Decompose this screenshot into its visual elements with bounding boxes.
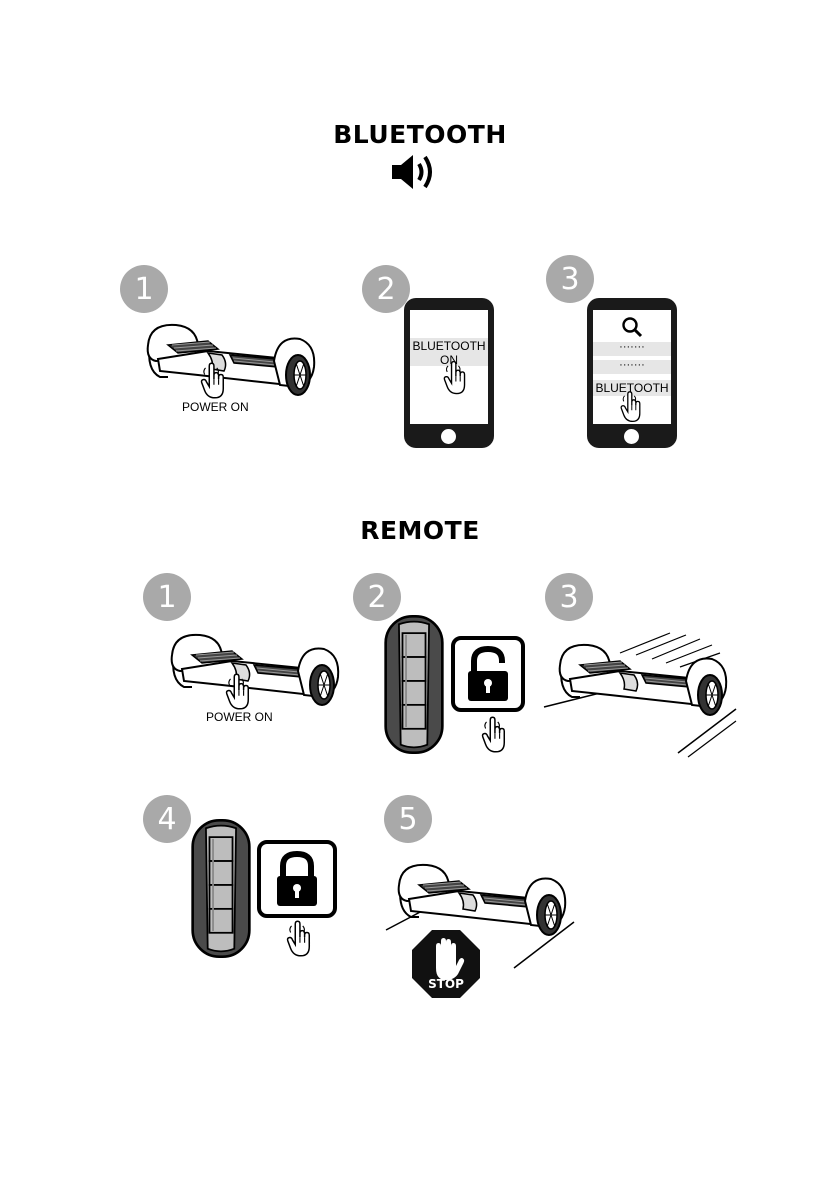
- bluetooth-title: BLUETOOTH: [300, 120, 540, 149]
- tap-hand-icon: [442, 360, 468, 396]
- hoverboard-illustration: [162, 625, 342, 715]
- phone-illustration: BLUETOOTH ON: [404, 298, 494, 448]
- remote-title: REMOTE: [320, 516, 520, 545]
- hoverboard-moving-icon: [540, 625, 740, 760]
- home-button: [624, 429, 639, 444]
- unlock-icon: [464, 645, 512, 703]
- bt-power-on-label: POWER ON: [182, 400, 249, 414]
- tap-hand-icon: [224, 673, 252, 711]
- list-item-text: ·······: [593, 359, 671, 371]
- stop-label: STOP: [412, 977, 480, 991]
- lock-icon-frame: [257, 840, 337, 918]
- tap-hand-icon: [480, 716, 508, 754]
- remote-control-icon: [190, 817, 252, 960]
- bt-step-1-badge: 1: [120, 265, 168, 313]
- tap-hand-icon: [619, 390, 643, 424]
- phone-illustration: ······· ······· BLUETOOTH: [587, 298, 677, 448]
- home-button: [441, 429, 456, 444]
- bt-step-3-badge: 3: [546, 255, 594, 303]
- bt-step-2-badge: 2: [362, 265, 410, 313]
- remote-step-3-badge: 3: [545, 573, 593, 621]
- remote-control-icon: [383, 613, 445, 756]
- list-item-text: ·······: [593, 341, 671, 353]
- remote-step-4-badge: 4: [143, 795, 191, 843]
- search-icon: [621, 316, 643, 338]
- hoverboard-illustration: [138, 315, 318, 405]
- bluetooth-on-line1: BLUETOOTH: [410, 339, 488, 353]
- speaker-icon: [389, 150, 439, 194]
- remote-step-1-badge: 1: [143, 573, 191, 621]
- tap-hand-icon: [199, 362, 227, 400]
- unlock-icon-frame: [451, 636, 525, 712]
- remote-power-on-label: POWER ON: [206, 710, 273, 724]
- lock-icon: [273, 850, 321, 908]
- remote-step-5-badge: 5: [384, 795, 432, 843]
- tap-hand-icon: [285, 920, 313, 958]
- stop-sign-icon: STOP: [412, 930, 480, 998]
